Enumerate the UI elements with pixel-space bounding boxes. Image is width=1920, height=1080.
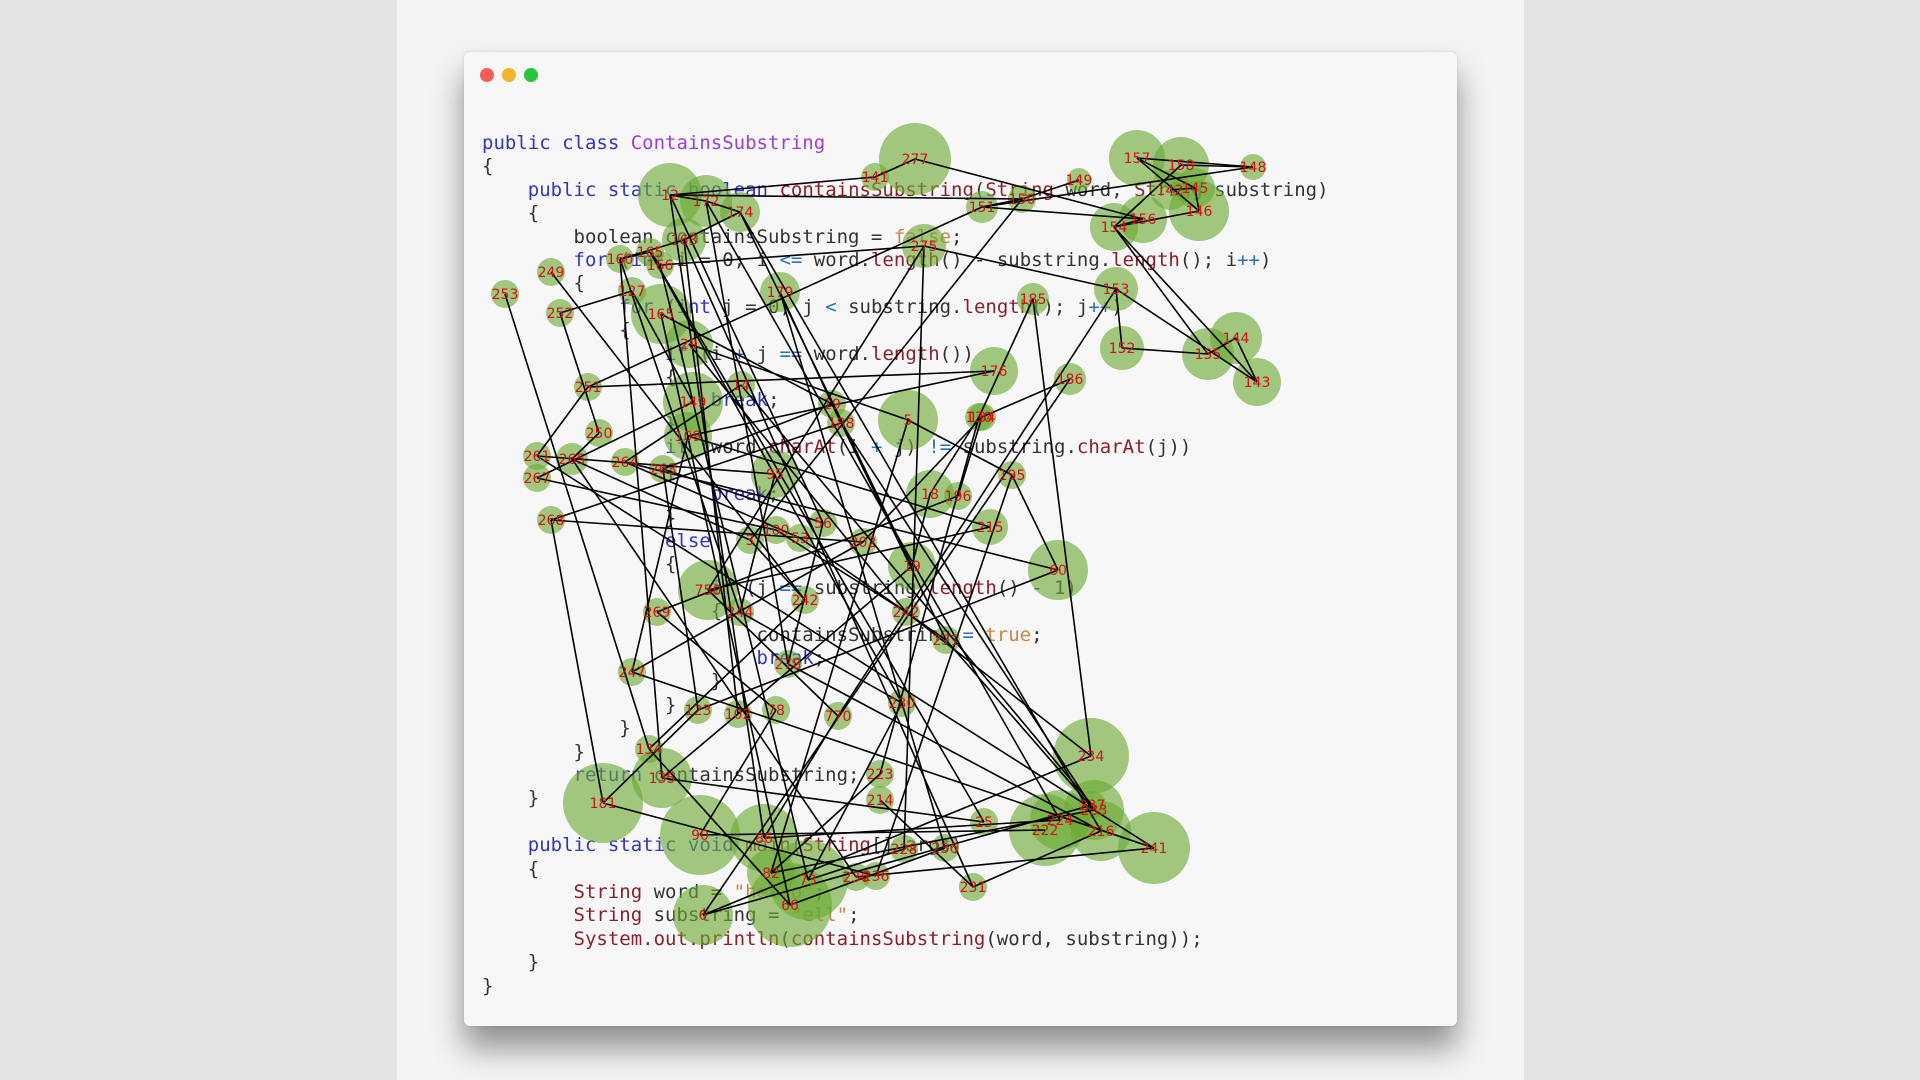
code-line: } xyxy=(482,974,494,997)
code-line: { xyxy=(482,272,585,295)
zoom-button[interactable] xyxy=(524,68,538,82)
code-line: return containsSubstring; xyxy=(573,763,860,786)
code-line: } xyxy=(482,787,540,810)
minimize-button[interactable] xyxy=(502,68,516,82)
code-line: { xyxy=(482,366,677,389)
code-line: { xyxy=(482,857,540,880)
code-line: if (j == substring.length() - 1) xyxy=(710,576,1077,599)
code-line: public static void main(String[] args) xyxy=(527,834,963,857)
code-line: } xyxy=(482,506,677,529)
code-line: boolean containsSubstring = false; xyxy=(482,225,963,248)
code-window: public class ContainsSubstring{ public s… xyxy=(464,52,1457,1026)
code-line: break; xyxy=(710,389,780,412)
code-line: { xyxy=(482,319,631,342)
code-line: String substring = "ell"; xyxy=(573,904,860,927)
code-line: { xyxy=(482,600,723,623)
code-line: { xyxy=(482,155,494,178)
code-line: break; xyxy=(756,646,826,669)
code-line: } xyxy=(482,740,585,763)
code-line: for (int j = 0; j < substring.length(); … xyxy=(619,295,1123,318)
code-line: public static boolean containsSubstring(… xyxy=(527,178,1329,201)
code-line: } xyxy=(482,717,631,740)
code-line: { xyxy=(482,553,677,576)
code-line: break; xyxy=(710,483,780,506)
code-line: else xyxy=(665,529,711,552)
code-line: if (word.charAt(i + j) != substring.char… xyxy=(665,436,1192,459)
code-line: { xyxy=(482,459,677,482)
code-line: if (i + j == word.length()) xyxy=(665,342,974,365)
code-line: } xyxy=(482,951,540,974)
code-line: String word = "hello"; xyxy=(573,881,826,903)
code-line: } xyxy=(482,670,723,693)
code-line: containsSubstring = true; xyxy=(482,623,1043,646)
code-editor: public class ContainsSubstring{ public s… xyxy=(482,132,1329,998)
code-line xyxy=(482,811,1329,834)
code-line: public class ContainsSubstring xyxy=(482,132,826,154)
code-line: for (int i = 0; i <= word.length() - sub… xyxy=(573,249,1272,272)
code-line: } xyxy=(482,693,677,716)
code-line: System.out.println(containsSubstring(wor… xyxy=(573,927,1203,950)
code-line: { xyxy=(482,202,540,225)
close-button[interactable] xyxy=(480,68,494,82)
code-line: } xyxy=(482,412,677,435)
